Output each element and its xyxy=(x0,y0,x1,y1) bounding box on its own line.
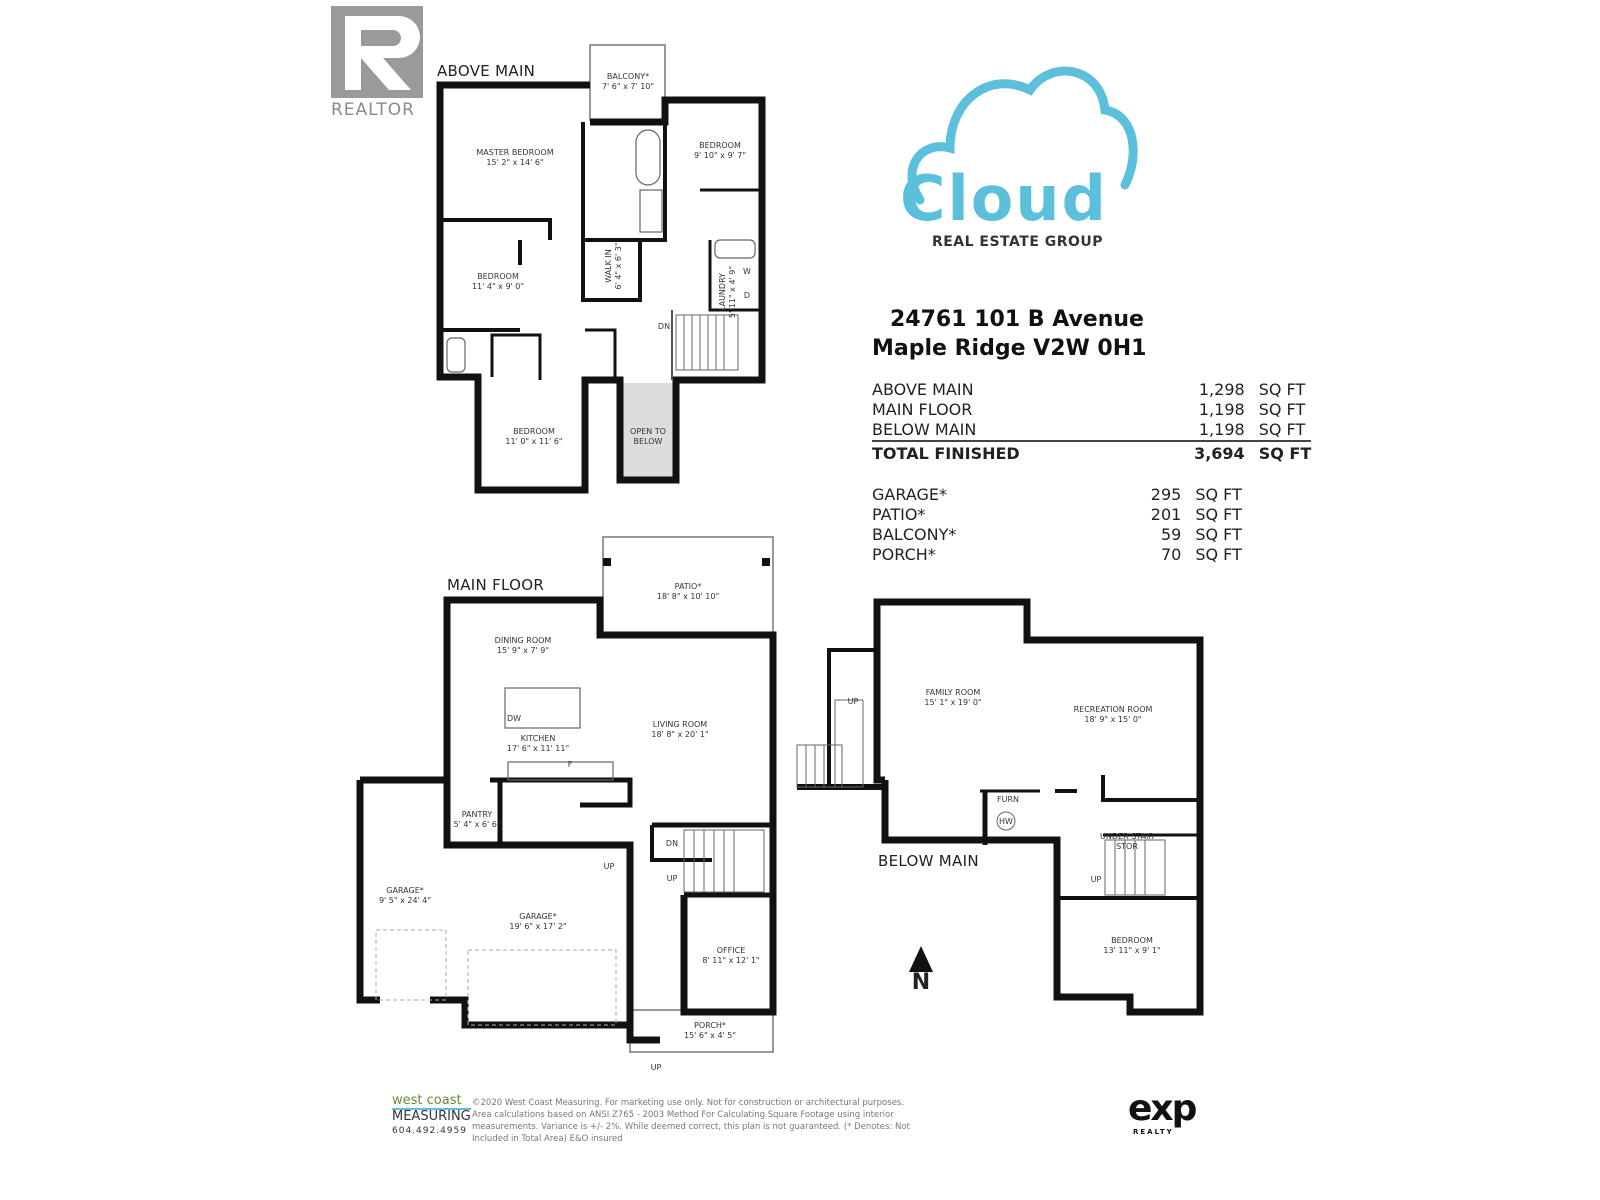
stair-mark: DN xyxy=(657,322,671,331)
realtor-r-icon xyxy=(331,6,423,98)
room-label: GARAGE*19' 6" x 17' 2" xyxy=(509,912,567,931)
stairs-above xyxy=(675,314,739,371)
floor-title-above-main: ABOVE MAIN xyxy=(437,62,536,80)
north-arrow: N xyxy=(908,946,934,994)
cloud-real-estate-logo: Cloud REAL ESTATE GROUP xyxy=(900,60,1140,260)
stair-mark: UP xyxy=(1090,875,1102,884)
below-main-walls xyxy=(873,598,1204,1016)
cloud-icon xyxy=(907,66,1138,205)
stair-mark: DN xyxy=(665,839,679,848)
room-label: PATIO*18' 8" x 10' 10" xyxy=(656,582,720,601)
floor-title-below-main: BELOW MAIN xyxy=(878,852,979,870)
main-floor-walls xyxy=(443,596,777,1016)
north-arrow-icon xyxy=(909,946,933,972)
room-label: BALCONY*7' 6" x 7' 10" xyxy=(601,72,655,91)
above-main-walls xyxy=(436,81,766,494)
stairs-below xyxy=(796,699,1166,896)
washer-mark: W xyxy=(743,267,751,276)
below-main-plan xyxy=(796,598,1204,1016)
stair-mark: UP xyxy=(666,874,678,883)
hot-water-mark: HW xyxy=(999,817,1013,826)
open-to-below-area xyxy=(622,383,674,480)
garage-door-left xyxy=(375,929,447,1001)
stair-mark: UP xyxy=(603,862,615,871)
property-address: 24761 101 B Avenue Maple Ridge V2W 0H1 xyxy=(872,307,1147,361)
fridge-mark: F xyxy=(567,760,573,769)
realtor-logo: REALTOR xyxy=(331,6,423,120)
stair-mark: UP xyxy=(847,697,859,706)
floor-title-main-floor: MAIN FLOOR xyxy=(447,576,545,594)
room-label: GARAGE*9' 5" x 24' 4" xyxy=(378,886,432,905)
garage-door-right xyxy=(467,949,617,1026)
dishwasher-mark: DW xyxy=(506,714,522,723)
realtor-wordmark: REALTOR xyxy=(331,100,415,120)
exp-realty-logo: exp REALTY xyxy=(1128,1088,1197,1136)
disclaimer-text: ©2020 West Coast Measuring. For marketin… xyxy=(472,1098,910,1144)
stairs-main xyxy=(683,829,765,893)
furnace-mark: FURN xyxy=(997,795,1019,804)
above-main-plan xyxy=(436,44,766,494)
stair-mark: UP xyxy=(650,1063,662,1072)
dryer-mark: D xyxy=(743,291,751,300)
west-coast-measuring-logo: west coast MEASURING 604.492.4959 xyxy=(392,1093,471,1136)
main-floor-plan xyxy=(356,536,777,1053)
room-label: PORCH*15' 6" x 4' 5" xyxy=(683,1021,737,1040)
